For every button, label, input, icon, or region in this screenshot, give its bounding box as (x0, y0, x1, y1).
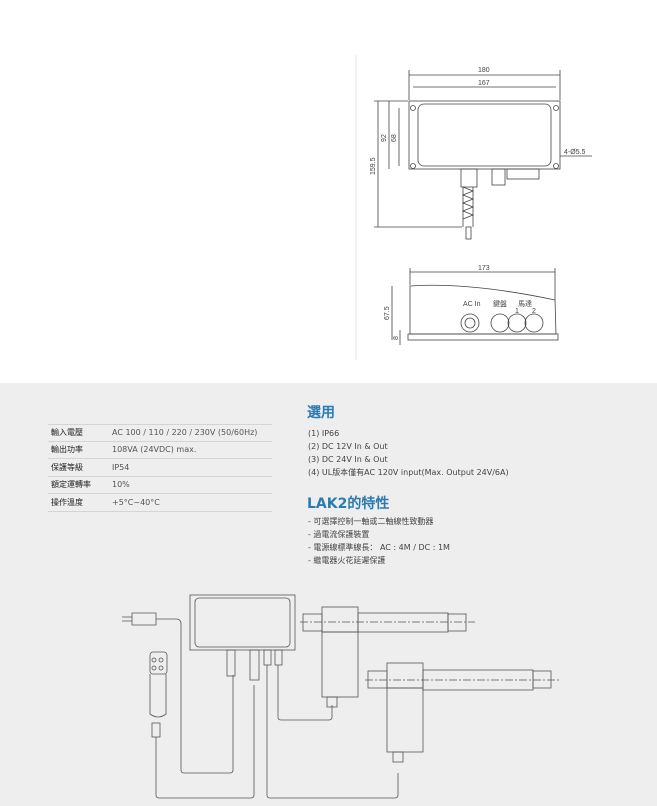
feature-item: - 繼電器火花延遲保護 (308, 556, 386, 565)
dim-8: 8 (393, 336, 400, 340)
option-item: (3) DC 24V In & Out (308, 455, 388, 464)
dim-67-5: 67.5 (384, 306, 391, 320)
dimension-drawing-area (0, 0, 657, 383)
side-view-drawing (391, 268, 559, 345)
spec-label: 輸出功率 (51, 445, 83, 455)
feature-item: - 過電流保護裝置 (308, 530, 370, 539)
spec-row: 額定運轉率 10% (48, 477, 272, 494)
spec-row: 操作溫度 +5°C~40°C (48, 494, 272, 512)
spec-label: 保護等級 (51, 462, 83, 472)
system-diagram (122, 594, 560, 799)
dim-holes: 4-Ø5.5 (564, 149, 586, 156)
dim-167: 167 (478, 80, 490, 87)
dim-68: 68 (391, 134, 398, 142)
options-list: (1) IP66 (2) DC 12V In & Out (3) DC 24V … (308, 427, 509, 479)
spec-row: 輸入電壓 AC 100 / 110 / 220 / 230V (50/60Hz) (48, 424, 272, 442)
feature-item: - 電源線標準線長： AC : 4M / DC : 1M (308, 543, 450, 552)
spec-value: 108VA (24VDC) max. (112, 445, 197, 455)
dim-180: 180 (478, 67, 490, 74)
option-item: (4) UL版本僅有AC 120V input(Max. Output 24V/… (308, 468, 509, 477)
spec-value: 10% (112, 480, 130, 490)
dim-92: 92 (381, 134, 388, 142)
dim-159-5: 159.5 (370, 157, 377, 175)
dim-173: 173 (478, 265, 490, 272)
spec-value: IP54 (112, 462, 130, 472)
spec-label: 輸入電壓 (51, 428, 83, 438)
port-motor-label: 馬達 (518, 299, 532, 308)
spec-row: 保護等級 IP54 (48, 459, 272, 477)
port-motor-1: 1 (515, 308, 519, 315)
spec-value: AC 100 / 110 / 220 / 230V (50/60Hz) (112, 428, 258, 438)
port-motor-2: 2 (532, 308, 536, 315)
top-view-drawing (374, 70, 592, 240)
options-heading: 選用 (307, 405, 335, 421)
port-ac-in-label: AC In (463, 301, 481, 308)
option-item: (2) DC 12V In & Out (308, 442, 388, 451)
features-heading: LAK2的特性 (307, 496, 390, 512)
spec-value: +5°C~40°C (112, 497, 160, 507)
spec-row: 輸出功率 108VA (24VDC) max. (48, 442, 272, 459)
spec-label: 額定運轉率 (51, 480, 91, 490)
port-keypad-label: 鍵盤 (493, 299, 507, 308)
feature-item: - 可選擇控制一軸或二軸線性致動器 (308, 517, 434, 526)
spec-label: 操作溫度 (51, 497, 83, 507)
option-item: (1) IP66 (308, 429, 340, 438)
spec-section (0, 383, 657, 806)
features-list: - 可選擇控制一軸或二軸線性致動器 - 過電流保護裝置 - 電源線標準線長： A… (308, 515, 450, 567)
